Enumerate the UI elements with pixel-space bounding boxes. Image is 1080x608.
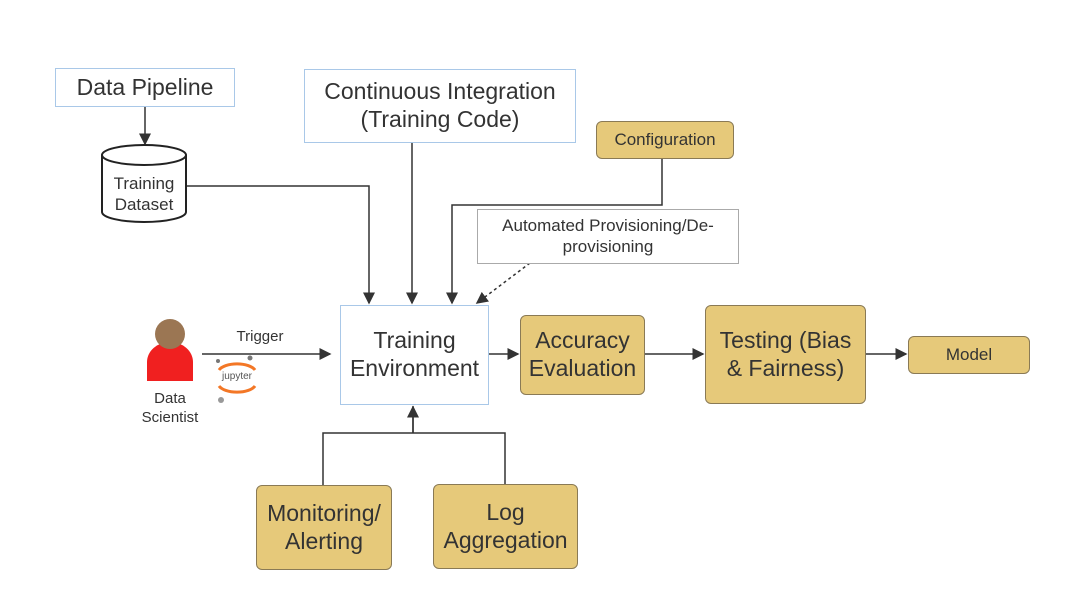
training-environment-node: Training Environment <box>340 305 489 405</box>
testing-node: Testing (Bias & Fairness) <box>705 305 866 404</box>
edge-config-env <box>446 158 663 305</box>
accuracy-evaluation-node: Accuracy Evaluation <box>520 315 645 395</box>
jupyter-logo <box>216 355 257 403</box>
monitoring-node: Monitoring/ Alerting <box>256 485 392 570</box>
ci-node: Continuous Integration (Training Code) <box>304 69 576 143</box>
log-aggregation-node: Log Aggregation <box>433 484 578 569</box>
model-node: Model <box>908 336 1030 374</box>
configuration-node: Configuration <box>596 121 734 159</box>
edge-monitoring-log-env <box>322 406 506 485</box>
edge-provisioning-env <box>475 262 531 304</box>
training-dataset-label: Training Dataset <box>113 174 175 215</box>
training-dataset-cylinder <box>101 144 187 223</box>
data-scientist-icon <box>147 319 193 381</box>
edge-dataset-env <box>186 185 375 305</box>
data-pipeline-node: Data Pipeline <box>55 68 235 107</box>
provisioning-node: Automated Provisioning/De-provisioning <box>477 209 739 264</box>
trigger-label: Trigger <box>236 328 284 345</box>
jupyter-logo-text: jupyter <box>221 371 252 382</box>
data-scientist-label: Data Scientist <box>141 390 199 426</box>
